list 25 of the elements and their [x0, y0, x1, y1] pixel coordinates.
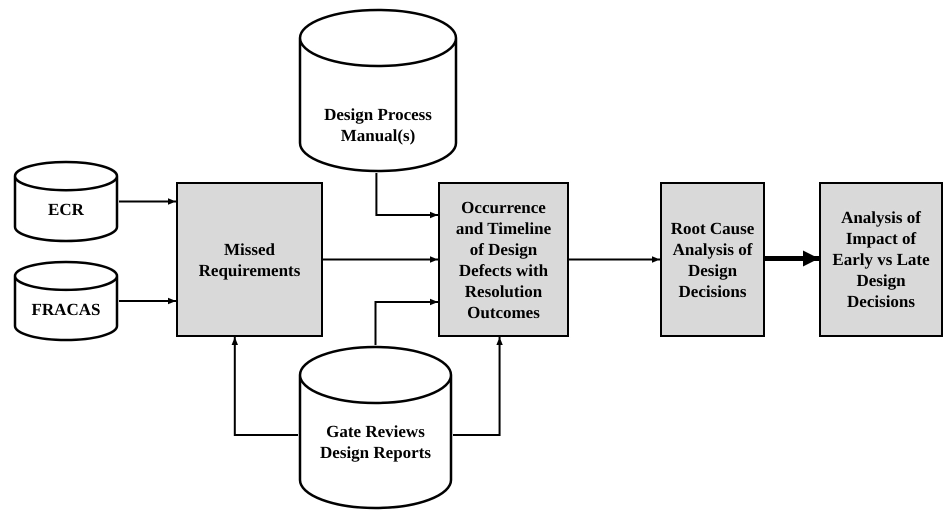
arrow [323, 256, 438, 263]
database-cylinder [13, 260, 119, 342]
process-box [438, 182, 569, 337]
node-label: Occurrence and Timeline of Design Defects with Resolution Outcomes [454, 196, 552, 322]
database-cylinder [13, 160, 119, 243]
database-cylinder [298, 8, 458, 173]
arrow [374, 298, 438, 345]
arrow [765, 250, 819, 266]
arrow [119, 198, 176, 205]
node-label: ECR [47, 199, 85, 220]
database-cylinder [298, 345, 453, 510]
arrow [119, 298, 176, 304]
node-label: Root Cause Analysis of Design Decisions [670, 218, 756, 302]
process-box [819, 182, 943, 337]
arrow [232, 337, 298, 436]
node-label: FRACAS [30, 299, 102, 320]
process-box [176, 182, 323, 337]
node-label: Gate Reviews Design Reports [319, 421, 432, 463]
node-label: Design Process Manual(s) [323, 104, 433, 146]
node-label: Analysis of Impact of Early vs Late Design Decisions [831, 207, 931, 312]
process-box [660, 182, 765, 337]
arrow [375, 173, 438, 218]
node-label: Missed Requirements [198, 238, 302, 280]
arrow [569, 256, 660, 263]
arrow [453, 337, 503, 436]
